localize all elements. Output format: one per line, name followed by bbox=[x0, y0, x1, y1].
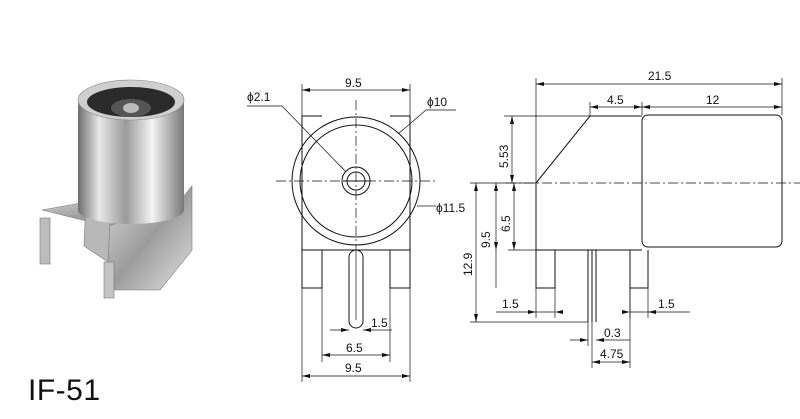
part-number-title: IF-51 bbox=[28, 374, 101, 407]
side-view: 21.5 4.5 12 5.53 9.5 6. bbox=[461, 69, 800, 368]
dim-center-height-a: 9.5 bbox=[479, 231, 493, 248]
dim-inner-dia: ϕ10 bbox=[427, 95, 447, 109]
dim-base-width: 9.5 bbox=[345, 361, 362, 375]
dim-slot-offset: 4.75 bbox=[600, 347, 624, 361]
dim-pin-width: 1.5 bbox=[371, 316, 388, 330]
dim-center-height-b: 6.5 bbox=[499, 215, 513, 232]
dim-step-length: 4.5 bbox=[607, 93, 624, 107]
front-dimensions: 9.5 ϕ2.1 ϕ10 ϕ11.5 1.5 6.5 9.5 bbox=[247, 76, 466, 382]
dim-barrel-length: 12 bbox=[706, 93, 720, 107]
side-dimensions: 21.5 4.5 12 5.53 9.5 6. bbox=[461, 69, 783, 368]
dim-leg-span: 6.5 bbox=[346, 341, 363, 355]
front-view: 9.5 ϕ2.1 ϕ10 ϕ11.5 1.5 6.5 9.5 bbox=[247, 76, 466, 382]
dim-outer-dia: ϕ11.5 bbox=[436, 201, 466, 215]
dim-leg-right: 1.5 bbox=[658, 297, 675, 311]
dim-total-height: 12.9 bbox=[461, 252, 475, 276]
dim-width-top: 9.5 bbox=[345, 76, 362, 90]
dim-leg-left: 1.5 bbox=[502, 297, 519, 311]
product-photo bbox=[39, 79, 193, 299]
dim-overall-length: 21.5 bbox=[648, 69, 672, 83]
dim-upper-height: 5.53 bbox=[497, 144, 511, 168]
dim-hole-dia: ϕ2.1 bbox=[247, 90, 271, 104]
dim-slot-width: 0.3 bbox=[604, 326, 621, 340]
